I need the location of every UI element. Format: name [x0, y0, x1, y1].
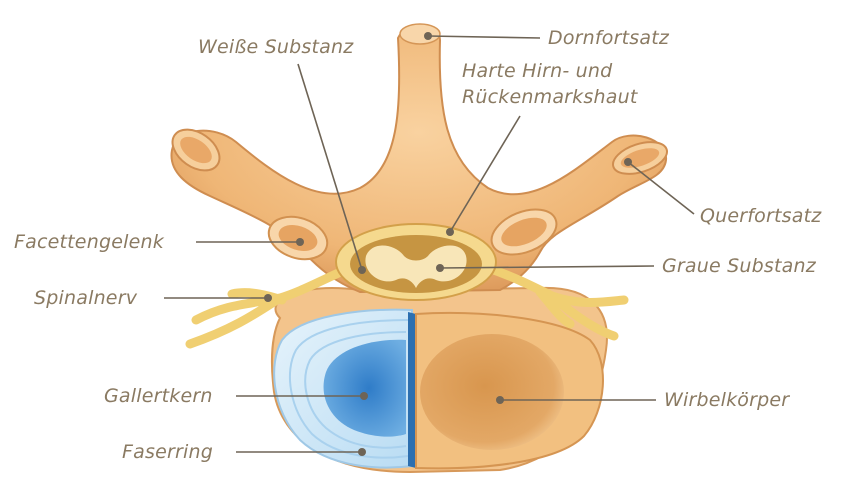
- label-gallertkern: Gallertkern: [104, 385, 213, 407]
- label-facettengelenk: Facettengelenk: [14, 231, 164, 253]
- leader-dornfortsatz: [427, 35, 541, 39]
- leader-harte-haut: [449, 115, 521, 233]
- label-faserring: Faserring: [122, 441, 213, 463]
- label-wirbelkoerper: Wirbelkörper: [664, 389, 790, 411]
- leader-dots: [264, 32, 632, 456]
- disc-ring-line-2: [304, 331, 407, 449]
- label-dornfortsatz: Dornfortsatz: [548, 27, 670, 49]
- vertebral-body-cancellous: [420, 334, 564, 450]
- label-harte-haut-line2: Rückenmarkshaut: [462, 86, 638, 108]
- disc-cut-edge: [408, 312, 416, 468]
- left-transverse-end-inner: [180, 136, 212, 164]
- dornfortsatz-tip: [399, 23, 441, 45]
- label-weisse-substanz: Weiße Substanz: [198, 36, 354, 58]
- leader-querfortsatz: [627, 161, 695, 215]
- right-facet-joint-inner: [501, 217, 547, 247]
- grey-matter: [365, 245, 467, 288]
- disc-ring-line-1: [289, 319, 409, 459]
- left-spinal-nerve: [185, 265, 350, 349]
- label-harte-haut-line1: Harte Hirn- und: [462, 60, 613, 82]
- left-facet-joint-inner: [278, 225, 318, 251]
- right-spinal-nerve: [483, 263, 629, 341]
- leader-graue-substanz: [439, 265, 655, 269]
- disc-nucleus: [323, 339, 406, 437]
- leader-lines: [164, 35, 695, 453]
- label-querfortsatz: Querfortsatz: [700, 205, 822, 227]
- leader-weisse-substanz: [297, 63, 363, 271]
- label-spinalnerv: Spinalnerv: [34, 287, 138, 309]
- label-graue-substanz: Graue Substanz: [662, 255, 816, 277]
